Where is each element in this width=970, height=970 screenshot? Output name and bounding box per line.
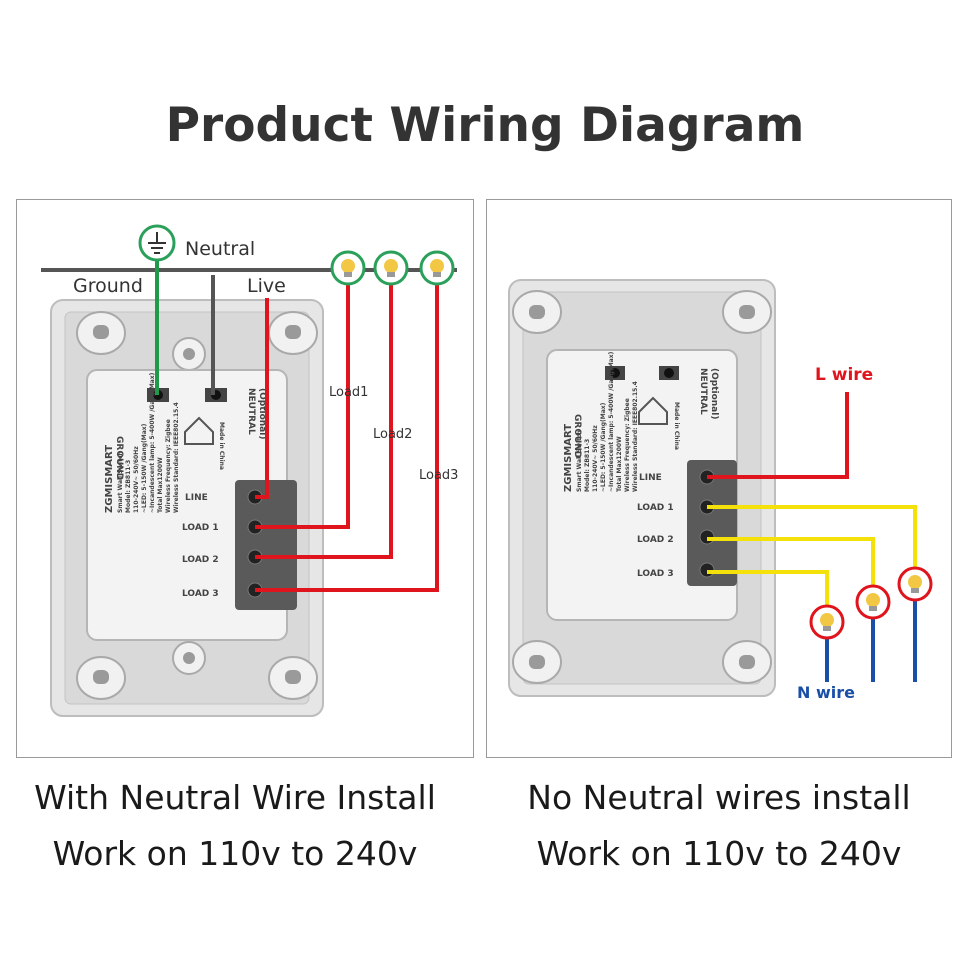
- brand-label: ZGMISMART: [104, 445, 115, 513]
- right-wiring-diagram: GROUND NEUTRAL (Optional) Made in China …: [508, 279, 933, 702]
- terminal-block: [687, 460, 737, 586]
- house-icon: [184, 416, 214, 445]
- page-title: Product Wiring Diagram: [165, 98, 805, 153]
- load1-wire: [707, 505, 917, 568]
- load1-terminal-label: LOAD 1: [637, 503, 674, 513]
- load3-wire: [707, 570, 829, 606]
- lamp-icon-3: [809, 604, 845, 640]
- terminal-neutral-label: NEUTRAL: [246, 388, 256, 435]
- model-label: Model: ZB811-3: [584, 439, 591, 492]
- lamp-icon-3: [419, 250, 455, 286]
- left-caption-line2: Work on 110v to 240v: [52, 834, 418, 873]
- rating-label: 110-240V~ 50/60Hz: [592, 425, 599, 492]
- terminal-block: [235, 480, 297, 610]
- live-wire: [255, 298, 269, 499]
- device-label-area: GROUND NEUTRAL (Optional) Made in China …: [104, 372, 267, 599]
- spec-standard: Wireless Standard: IEEE802.15.4: [173, 402, 180, 513]
- load2-label: Load2: [373, 427, 412, 442]
- ground-label: Ground: [73, 275, 143, 297]
- spec-total: Total Max1200W: [157, 457, 164, 513]
- neutral-label: Neutral: [185, 238, 255, 260]
- live-wire: [707, 392, 849, 479]
- right-caption-line2: Work on 110v to 240v: [536, 834, 902, 873]
- spec-incandescent: ~Incandescent lamp: 5-400W /Gang(Max): [608, 351, 615, 492]
- made-in-label: Made in China: [673, 402, 680, 450]
- load2-wire: [707, 537, 875, 586]
- l-wire-label: L wire: [815, 365, 873, 385]
- made-in-label: Made in China: [218, 422, 225, 470]
- right-wiring-panel: GROUND NEUTRAL (Optional) Made in China …: [486, 199, 952, 758]
- left-wiring-panel: GROUND NEUTRAL (Optional) Made in China …: [16, 199, 474, 758]
- load2-terminal-label: LOAD 2: [182, 555, 219, 565]
- load1-wire: [255, 280, 350, 529]
- spec-total: Total Max1200W: [616, 436, 623, 492]
- terminal-neutral-optional: (Optional): [709, 368, 719, 419]
- product-label: Smart Wall Switch: [576, 430, 583, 492]
- terminal-ground-label: GROUND: [572, 414, 582, 458]
- n-wire-label: N wire: [797, 683, 855, 702]
- spec-frequency: Wireless Frequency: Zigbee: [165, 419, 172, 513]
- line-terminal-label: LINE: [639, 473, 662, 483]
- terminal-neutral-optional: (Optional): [257, 388, 267, 439]
- model-label: Model: ZB811-3: [125, 460, 132, 513]
- brand-label: ZGMISMART: [563, 424, 574, 492]
- mounting-ears: [76, 311, 318, 700]
- live-label: Live: [247, 275, 286, 297]
- load2-wire: [255, 280, 393, 559]
- left-caption: With Neutral Wire Install Work on 110v t…: [0, 778, 470, 874]
- line-terminal-label: LINE: [185, 493, 208, 503]
- load3-wire: [255, 280, 439, 592]
- load3-terminal-label: LOAD 3: [182, 589, 219, 599]
- device-label-area: GROUND NEUTRAL (Optional) Made in China …: [563, 351, 719, 579]
- spec-frequency: Wireless Frequency: Zigbee: [624, 398, 631, 492]
- right-caption: No Neutral wires install Work on 110v to…: [484, 778, 954, 874]
- ground-symbol-icon: [138, 224, 176, 262]
- lamp-icon-2: [373, 250, 409, 286]
- load3-label: Load3: [419, 468, 458, 483]
- load2-terminal-label: LOAD 2: [637, 535, 674, 545]
- product-label: Smart Wall Switch: [117, 451, 124, 513]
- lamp-icon-2: [855, 584, 891, 620]
- terminal-neutral-label: NEUTRAL: [698, 368, 708, 415]
- left-caption-line1: With Neutral Wire Install: [34, 778, 436, 817]
- spec-led: ~LED: 5-150W /Gang(Max): [600, 402, 607, 492]
- load3-terminal-label: LOAD 3: [637, 569, 674, 579]
- lamp-icon-1: [330, 250, 366, 286]
- load1-label: Load1: [329, 385, 368, 400]
- load1-terminal-label: LOAD 1: [182, 523, 219, 533]
- spec-incandescent: ~Incandescent lamp: 5-400W /Gang(Max): [149, 372, 156, 513]
- spec-standard: Wireless Standard: IEEE802.15.4: [632, 381, 639, 492]
- lamp-icon-1: [897, 566, 933, 602]
- left-wiring-diagram: GROUND NEUTRAL (Optional) Made in China …: [41, 224, 458, 717]
- spec-led: ~LED: 5-150W /Gang(Max): [141, 423, 148, 513]
- right-caption-line1: No Neutral wires install: [527, 778, 911, 817]
- terminal-ground-label: GROUND: [114, 436, 124, 480]
- rating-label: 110-240V~ 50/60Hz: [133, 446, 140, 513]
- house-icon: [638, 396, 668, 425]
